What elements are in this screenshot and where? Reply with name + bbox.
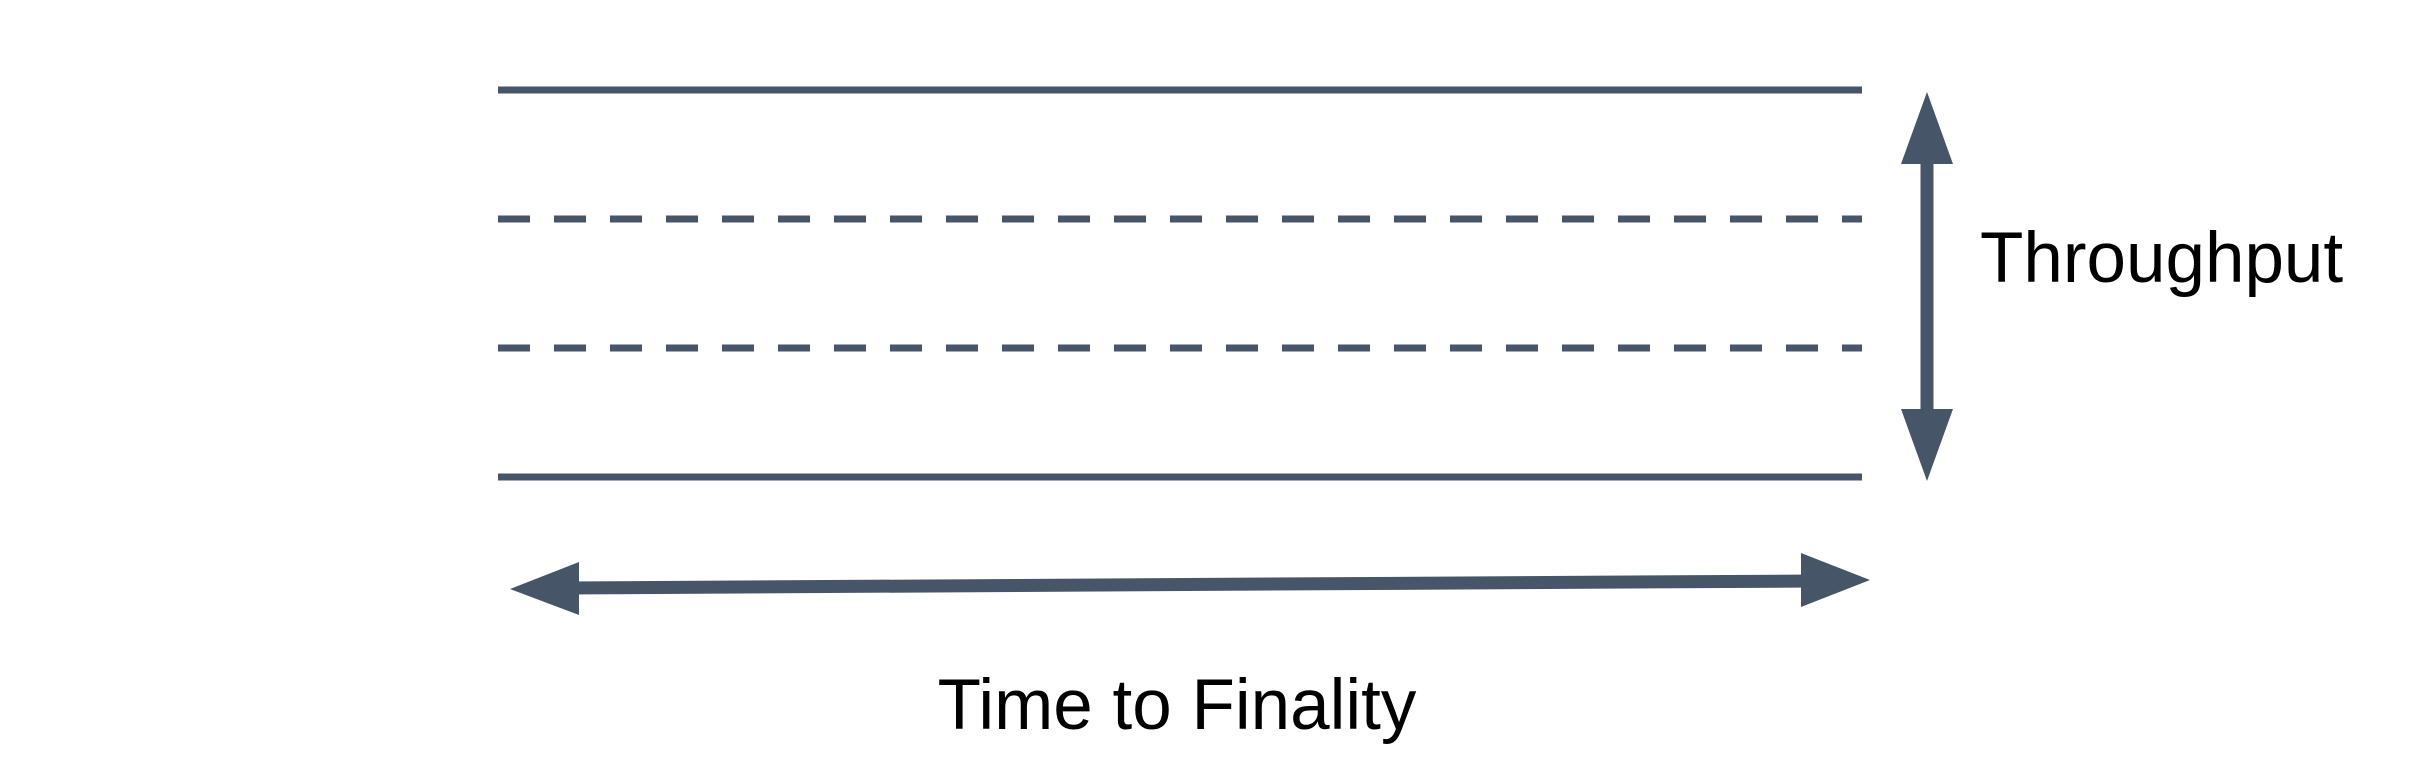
time-to-finality-arrow-shaft bbox=[565, 574, 1815, 595]
throughput-arrow-down-head-icon bbox=[1901, 409, 1953, 481]
time-to-finality-label: Time to Finality bbox=[937, 666, 1417, 745]
time-to-finality-arrow bbox=[510, 553, 1870, 615]
throughput-arrow-up-head-icon bbox=[1901, 92, 1953, 164]
throughput-label: Throughput bbox=[1980, 219, 2344, 298]
throughput-arrow bbox=[1901, 92, 1953, 481]
time-to-finality-arrow-right-head-icon bbox=[1801, 553, 1870, 607]
time-to-finality-arrow-left-head-icon bbox=[510, 562, 579, 615]
